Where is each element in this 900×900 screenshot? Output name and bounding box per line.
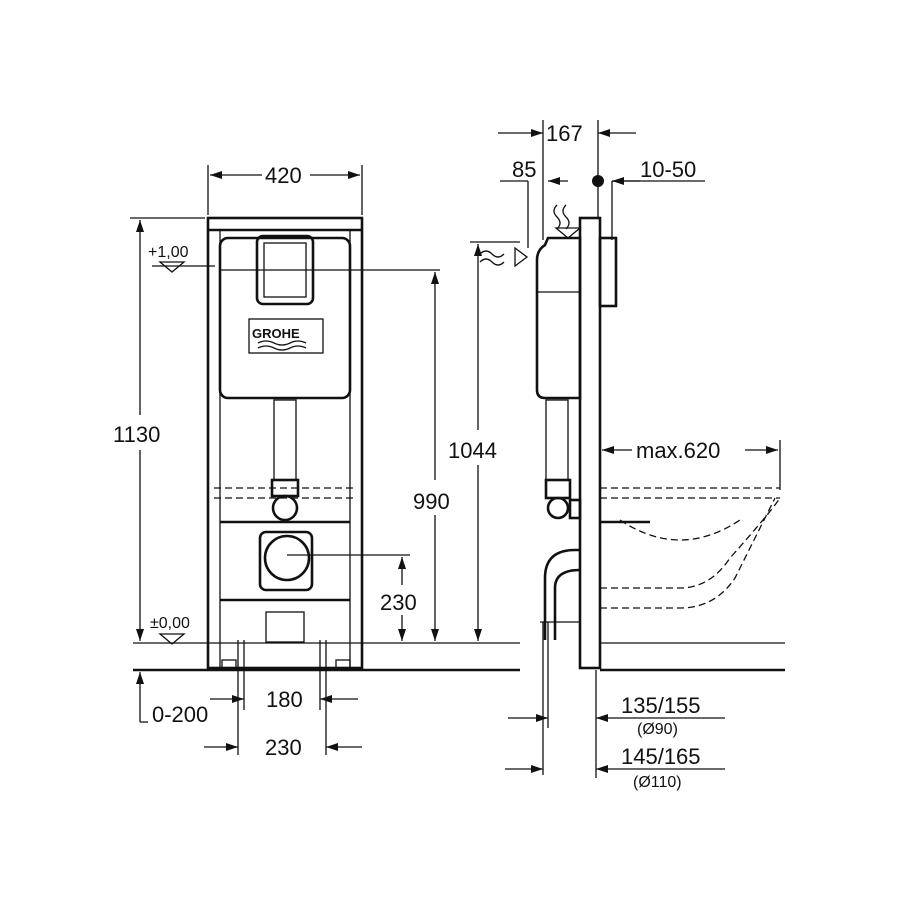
level-floor-label: ±0,00: [150, 615, 190, 632]
brand-logo-text: GROHE: [252, 326, 300, 341]
floor-lines: [133, 642, 785, 672]
depth-85-label: 85: [512, 157, 536, 182]
side-dimensions: 167 85 10-50 1044 max.620 135/155 (Ø90) …: [448, 120, 781, 791]
wall-10-50-label: 10-50: [640, 157, 696, 182]
flush-990-label: 990: [413, 489, 450, 514]
front-dimensions: 420 1130 +1,00 ±0,00 990 230 0-200 180 2…: [113, 163, 450, 760]
width-420-label: 420: [265, 163, 302, 188]
drain-145-165-label: 145/165: [621, 744, 701, 769]
foot-180-label: 180: [266, 687, 303, 712]
height-1130-label: 1130: [113, 422, 160, 447]
drain-135-155-label: 135/155: [621, 693, 701, 718]
front-view-frame: GROHE: [206, 216, 440, 670]
side-view: [479, 204, 781, 670]
level-top-label: +1,00: [148, 244, 189, 261]
drain-110-diameter-label: (Ø110): [633, 774, 682, 791]
inlet-1044-label: 1044: [448, 438, 497, 463]
adjust-0-200-label: 0-200: [152, 702, 208, 727]
drain-230-label: 230: [380, 590, 417, 615]
depth-167-label: 167: [546, 121, 583, 146]
foot-230-label: 230: [265, 735, 302, 760]
grohe-logo: [248, 318, 324, 354]
drain-90-diameter-label: (Ø90): [637, 721, 678, 738]
wall-point-marker: [592, 175, 604, 187]
bowl-max-620-label: max.620: [636, 438, 720, 463]
